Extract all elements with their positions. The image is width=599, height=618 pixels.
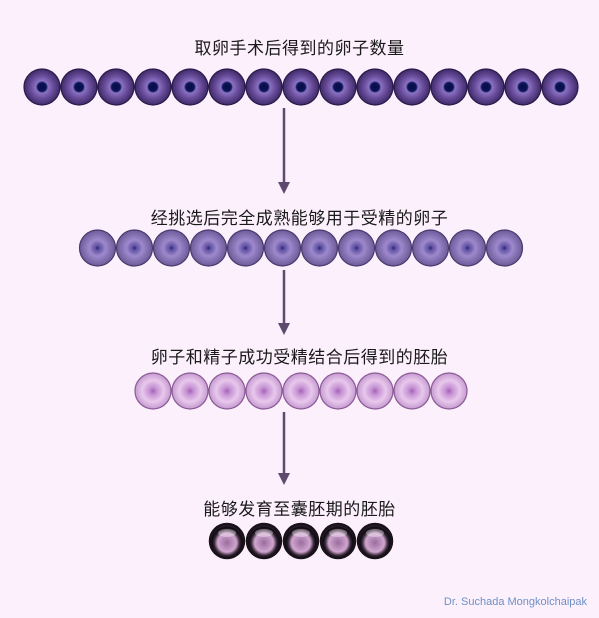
stage-1-cell [208,68,246,106]
stage-2-cell [263,229,302,267]
stage-3-cell [208,372,246,410]
stage-2-cell [374,229,413,267]
stage-2-cell [226,229,265,267]
stage-2-cell [300,229,339,267]
cells-layer [23,68,579,560]
stage-3-cell [393,372,431,410]
stage-2-cell [152,229,191,267]
stage-2-cell [448,229,487,267]
stage-2-cell [411,229,450,267]
stage-1-cell [504,68,542,106]
stage-3-cell [356,372,394,410]
stage-3-cell [245,372,283,410]
stage-4-cell [245,522,283,560]
stage-1-cell [134,68,172,106]
stage-1-cell [97,68,135,106]
stage-3-cell [282,372,320,410]
stage-4-cell-highlight [255,529,273,537]
stage-3-cell [171,372,209,410]
stage-2-cell [115,229,154,267]
stage-4-cell [208,522,246,560]
stage-4-cell [356,522,394,560]
stage-4-cell-highlight [329,529,347,537]
stage-2-cell [485,229,524,267]
stage-1-cell [23,68,61,106]
stage-2-cell [189,229,228,267]
stage-1-cell [245,68,283,106]
stage-1-cell [393,68,431,106]
stage-4-cell [282,522,320,560]
stage-1-cell [541,68,579,106]
stage-1-cell [60,68,98,106]
stage-3-label: 卵子和精子成功受精结合后得到的胚胎 [150,348,449,368]
author-credit: Dr. Suchada Mongkolchaipak [443,596,587,608]
stage-1-cell [282,68,320,106]
stage-4-cell-highlight [292,529,310,537]
stage-1-cell [467,68,505,106]
stage-4-cell [319,522,357,560]
stage-3-cell [430,372,468,410]
stage-4-cell-highlight [366,529,384,537]
stage-4-cell-highlight [218,529,236,537]
stage-1-cell [356,68,394,106]
stage-2-label: 经挑选后完全成熟能够用于受精的卵子 [150,209,449,229]
stage-3-cell [319,372,357,410]
stage-4-label: 能够发育至囊胚期的胚胎 [203,500,396,520]
stage-1-label: 取卵手术后得到的卵子数量 [194,39,405,59]
stage-3-cell [134,372,172,410]
stage-2-cell [337,229,376,267]
stage-1-cell [171,68,209,106]
stage-1-cell [430,68,468,106]
stage-1-cell [319,68,357,106]
stage-2-cell [78,229,117,267]
